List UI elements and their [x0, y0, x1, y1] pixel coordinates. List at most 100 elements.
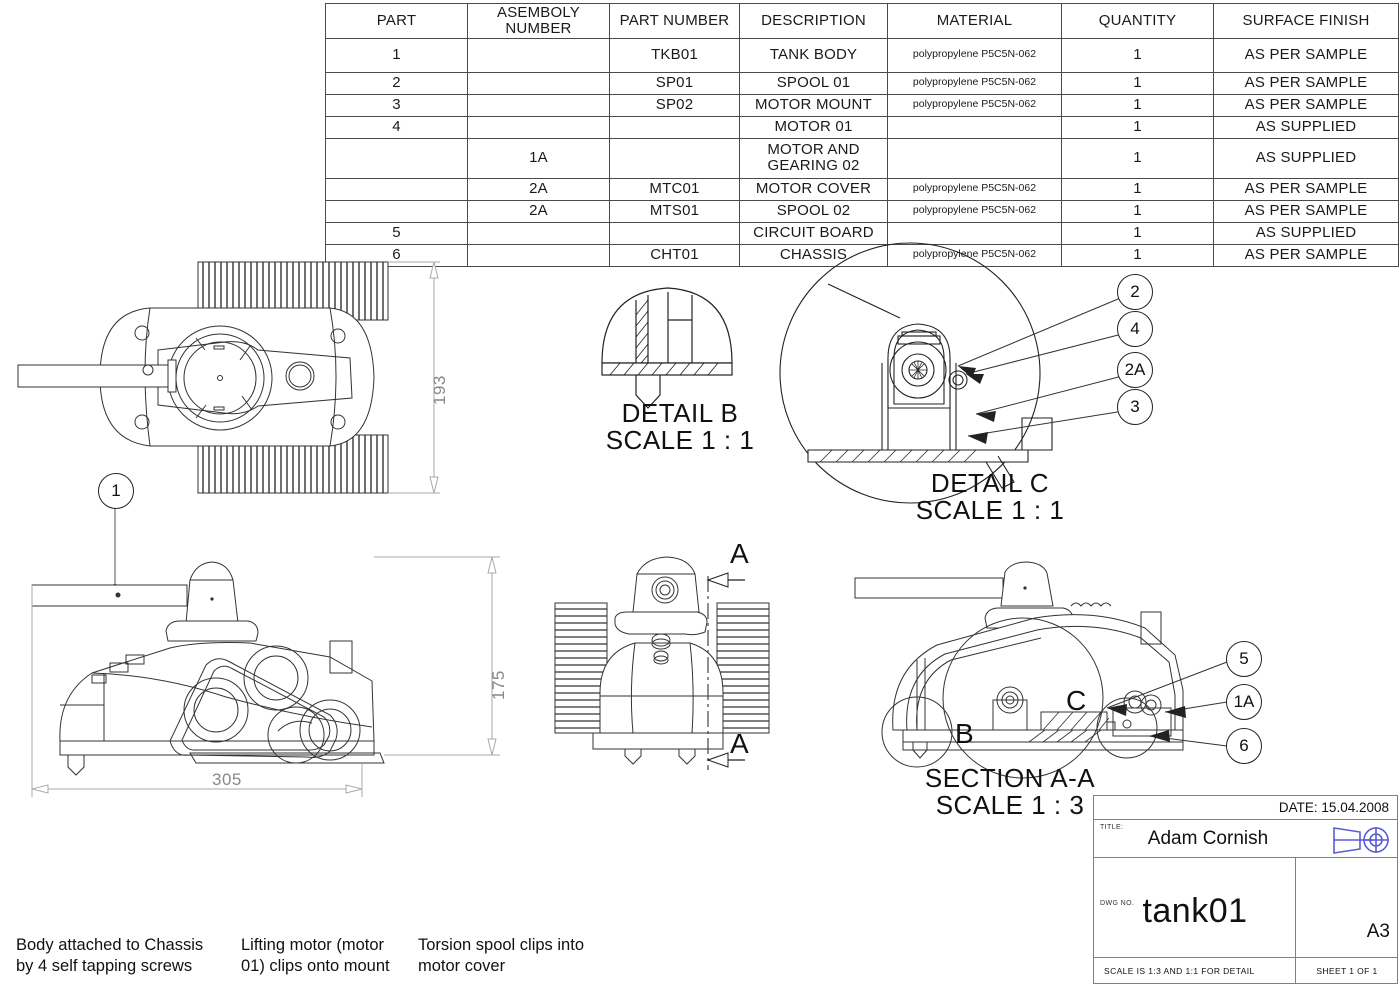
dimension-305: 305 — [212, 770, 242, 789]
detail-c-drawing — [779, 242, 1131, 504]
detail-b-drawing — [601, 287, 733, 409]
cell-material — [887, 115, 1062, 139]
cell-material: polypropylene P5C5N-062 — [887, 93, 1062, 117]
table-row: 2A MTC01 MOTOR COVER polypropylene P5C5N… — [325, 177, 1399, 201]
cell-material: polypropylene P5C5N-062 — [887, 243, 1062, 267]
cell-assembly — [467, 221, 610, 245]
balloon-5[interactable]: 5 — [1226, 641, 1262, 677]
cell-surface-finish: AS PER SAMPLE — [1213, 199, 1399, 223]
cell-part-number: CHT01 — [609, 243, 740, 267]
cell-quantity: 1 — [1061, 137, 1214, 179]
dwg-number-field: DWG NO. tank01 — [1094, 858, 1296, 958]
side-view-drawing — [31, 556, 500, 797]
col-description: DESCRIPTION — [739, 3, 888, 39]
cell-quantity: 1 — [1061, 199, 1214, 223]
top-view-drawing — [17, 261, 440, 494]
section-aa-label: SECTION A-A SCALE 1 : 3 — [924, 763, 1096, 821]
dwg-number-value: tank01 — [1142, 892, 1248, 930]
detail-letter-b: B — [955, 718, 974, 749]
sheet-size-field: A3 — [1296, 858, 1398, 958]
cell-description: SPOOL 02 — [739, 199, 888, 223]
cell-quantity: 1 — [1061, 243, 1214, 267]
cell-part-number: SP02 — [609, 93, 740, 117]
cell-assembly — [467, 71, 610, 95]
title-value: Adam Cornish — [1147, 828, 1269, 849]
cell-description: CIRCUIT BOARD — [739, 221, 888, 245]
balloon-1[interactable]: 1 — [98, 473, 134, 509]
balloon-1A[interactable]: 1A — [1226, 684, 1262, 720]
cell-description: CHASSIS — [739, 243, 888, 267]
scale-note: SCALE IS 1:3 AND 1:1 FOR DETAIL — [1094, 958, 1296, 984]
cell-surface-finish: AS SUPPLIED — [1213, 137, 1399, 179]
col-assembly: ASEMBOLY NUMBER — [467, 3, 610, 39]
cell-surface-finish: AS PER SAMPLE — [1213, 177, 1399, 201]
cell-assembly — [467, 115, 610, 139]
cell-material — [887, 137, 1062, 179]
cell-assembly: 1A — [467, 137, 610, 179]
sheet-size-value: A3 — [1366, 921, 1390, 942]
cell-description: MOTOR AND GEARING 02 — [739, 137, 888, 179]
cell-description: MOTOR MOUNT — [739, 93, 888, 117]
cell-surface-finish: AS SUPPLIED — [1213, 221, 1399, 245]
col-part-number: PART NUMBER — [609, 3, 740, 39]
cell-part: 5 — [325, 221, 468, 245]
table-row: 4 MOTOR 01 1 AS SUPPLIED — [325, 115, 1399, 139]
balloon-2[interactable]: 2 — [1117, 274, 1153, 310]
cell-assembly: 2A — [467, 177, 610, 201]
cell-part-number: MTC01 — [609, 177, 740, 201]
cell-quantity: 1 — [1061, 37, 1214, 73]
detail-letter-c: C — [1066, 685, 1087, 716]
cell-part-number — [609, 137, 740, 179]
section-arrow-a-top: A — [730, 538, 749, 569]
col-material: MATERIAL — [887, 3, 1062, 39]
dwg-number-label: DWG NO. — [1100, 900, 1135, 907]
cell-material: polypropylene P5C5N-062 — [887, 177, 1062, 201]
balloon-4[interactable]: 4 — [1117, 311, 1153, 347]
first-angle-projection-icon — [1333, 827, 1389, 854]
balloon-6[interactable]: 6 — [1226, 728, 1262, 764]
cell-part-number: MTS01 — [609, 199, 740, 223]
cell-description: MOTOR COVER — [739, 177, 888, 201]
detail-c-label: DETAIL C SCALE 1 : 1 — [915, 468, 1065, 526]
cell-description: TANK BODY — [739, 37, 888, 73]
cell-part — [325, 177, 468, 201]
balloon-2A[interactable]: 2A — [1117, 352, 1153, 388]
col-part: PART — [325, 3, 468, 39]
cell-surface-finish: AS SUPPLIED — [1213, 115, 1399, 139]
table-row: 3 SP02 MOTOR MOUNT polypropylene P5C5N-0… — [325, 93, 1399, 117]
col-quantity: QUANTITY — [1061, 3, 1214, 39]
cell-assembly — [467, 93, 610, 117]
table-header-row: PART ASEMBOLY NUMBER PART NUMBER DESCRIP… — [325, 3, 1399, 39]
cell-quantity: 1 — [1061, 177, 1214, 201]
cell-part — [325, 137, 468, 179]
cell-part — [325, 199, 468, 223]
cell-part: 4 — [325, 115, 468, 139]
cell-surface-finish: AS PER SAMPLE — [1213, 93, 1399, 117]
cell-part-number — [609, 221, 740, 245]
cell-material — [887, 221, 1062, 245]
note-torsion-spool: Torsion spool clips into motor cover — [418, 936, 584, 976]
cell-surface-finish: AS PER SAMPLE — [1213, 71, 1399, 95]
cell-quantity: 1 — [1061, 71, 1214, 95]
cell-part-number: SP01 — [609, 71, 740, 95]
balloon-3[interactable]: 3 — [1117, 389, 1153, 425]
title-block: DATE: 15.04.2008 TITLE: Adam Cornish DWG… — [1093, 795, 1398, 984]
date-field: DATE: 15.04.2008 — [1094, 796, 1397, 820]
cell-description: MOTOR 01 — [739, 115, 888, 139]
cell-quantity: 1 — [1061, 115, 1214, 139]
title-field: TITLE: Adam Cornish — [1094, 820, 1397, 858]
table-row: 2A MTS01 SPOOL 02 polypropylene P5C5N-06… — [325, 199, 1399, 223]
bill-of-materials-table: PART ASEMBOLY NUMBER PART NUMBER DESCRIP… — [325, 3, 1399, 267]
cell-assembly — [467, 37, 610, 73]
cell-description: SPOOL 01 — [739, 71, 888, 95]
cell-material: polypropylene P5C5N-062 — [887, 37, 1062, 73]
table-row: 1A MOTOR AND GEARING 02 1 AS SUPPLIED — [325, 137, 1399, 179]
dimension-175: 175 — [489, 670, 508, 700]
sheet-note: SHEET 1 OF 1 — [1316, 966, 1378, 976]
cell-part: 3 — [325, 93, 468, 117]
section-arrow-a-bottom: A — [730, 728, 749, 759]
cell-surface-finish: AS PER SAMPLE — [1213, 243, 1399, 267]
table-row: 1 TKB01 TANK BODY polypropylene P5C5N-06… — [325, 37, 1399, 73]
section-aa-drawing — [854, 561, 1228, 779]
